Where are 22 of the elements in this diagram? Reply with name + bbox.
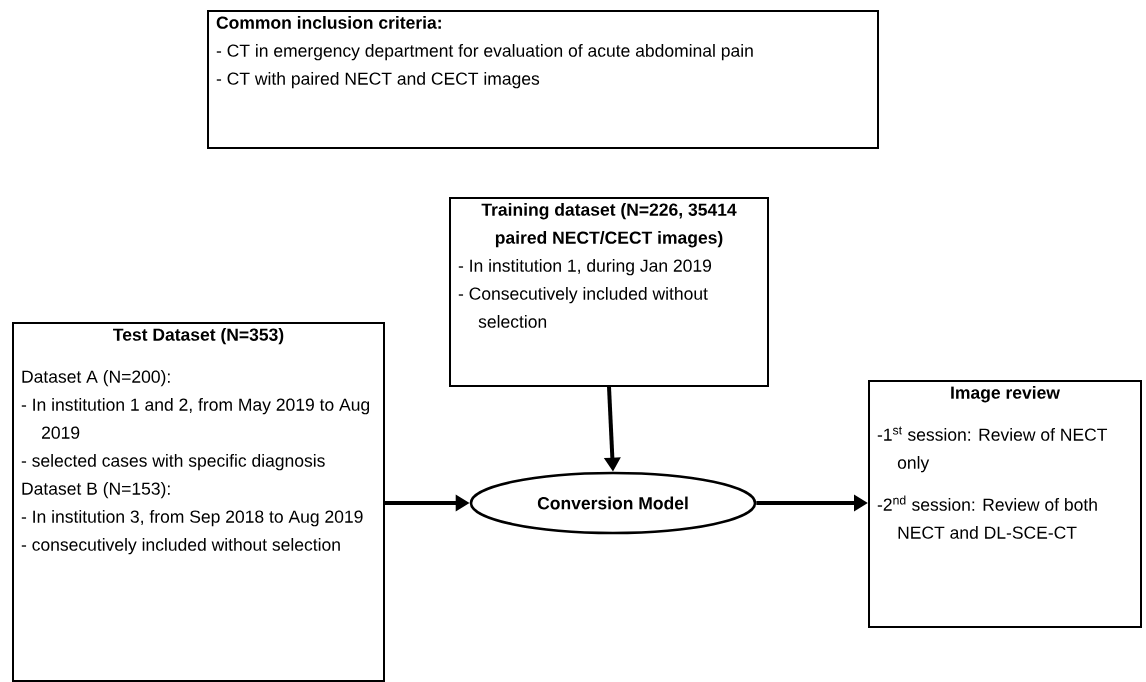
heading: Common inclusion criteria:: [216, 16, 441, 29]
list-item: Dataset B (N=153):: [22, 482, 170, 499]
process-box: [449, 197, 769, 387]
list-item: - In institution 1, during Jan 2019: [458, 259, 712, 276]
list-item: - CT with paired NECT and CECT images: [216, 72, 540, 89]
list-item: -2$^{nd}$ session: Review of both NECT and DL-SCE-CT: [877, 495, 1097, 539]
heading: Image review: [951, 386, 1060, 403]
list-item: - In institution 3, from Sep 2018 to Aug 2019: [21, 510, 363, 527]
list-item: - selected cases with specific diagnosis: [21, 454, 325, 471]
list-item: Dataset A (N=200):: [22, 370, 170, 387]
process-ellipse: [469, 471, 757, 535]
list-item: -1$^{st}$ session: Review of NECT only: [877, 426, 1108, 473]
list-item: - CT in emergency department for evaluation of acute abdominal pain: [216, 44, 753, 61]
heading: Conversion Model: [537, 496, 688, 510]
process-box: [12, 322, 385, 682]
heading: Training dataset (N=226, 35414 paired NECT/CECT images): [481, 203, 737, 248]
criteria-box: [207, 10, 879, 149]
list-item: - In institution 1 and 2, from May 2019 to Aug 2019: [21, 398, 370, 439]
list-item: - Consecutively included without selection: [458, 287, 708, 328]
list-item: - consecutively included without selection: [21, 538, 340, 555]
process-box: [868, 380, 1142, 628]
heading: Test Dataset (N=353): [113, 328, 284, 345]
